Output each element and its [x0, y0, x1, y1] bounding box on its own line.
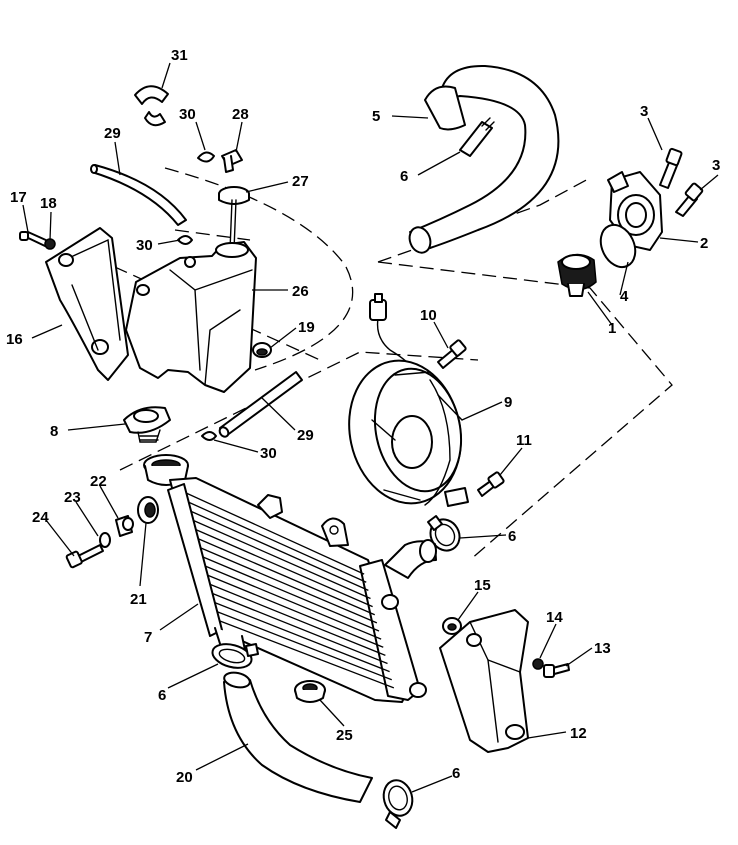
- part-15-nut: [442, 617, 462, 635]
- part-13-bolt: [543, 663, 570, 678]
- callout-8: 9: [504, 394, 512, 411]
- callout-21: 21: [130, 591, 147, 608]
- part-10-bolt: [437, 339, 467, 369]
- callout-6-bottom: 6: [452, 765, 460, 782]
- callout-12: 12: [570, 725, 587, 742]
- callout-3-left: 3: [640, 103, 648, 120]
- callout-30-top: 30: [179, 106, 196, 123]
- part-28-fitting: [221, 149, 243, 173]
- callout-9: 8: [50, 423, 58, 440]
- callout-15: 15: [474, 577, 491, 594]
- radiator-fin: [200, 547, 378, 624]
- part-27-reservoir-cap: [218, 186, 250, 251]
- callout-4: 4: [620, 288, 629, 305]
- part-23-washer: [99, 532, 111, 548]
- part-21-grommet: [137, 496, 159, 524]
- part-11-bolt: [477, 471, 505, 497]
- callout-23: 23: [64, 489, 81, 506]
- callout-labels: 31 29 30 28 27 30 17 18 26 19 16 5 6 3 3…: [6, 47, 720, 786]
- part-20-lower-hose: [223, 671, 373, 803]
- callout-17: 17: [10, 189, 27, 206]
- part-24-bolt: [65, 544, 104, 569]
- callout-6-middle: 6: [508, 528, 516, 545]
- radiator-fin: [207, 574, 384, 648]
- part-17-bolt: [19, 231, 49, 247]
- callout-11: 11: [516, 432, 532, 449]
- callout-13: 13: [594, 640, 611, 657]
- callout-30-lower: 30: [260, 445, 277, 462]
- part-5-upper-hose: [408, 64, 560, 254]
- callout-26: 26: [292, 283, 309, 300]
- radiator-fin: [212, 592, 388, 665]
- callout-29-upper: 29: [104, 125, 121, 142]
- callout-1: 1: [608, 320, 616, 337]
- callout-6-upper: 6: [400, 168, 408, 185]
- radiator-fin: [217, 611, 392, 681]
- radiator-fin: [190, 510, 369, 591]
- part-7-radiator: [143, 454, 437, 703]
- callout-3-right: 3: [712, 157, 720, 174]
- part-19-nut: [252, 342, 272, 358]
- callout-7: 7: [144, 629, 152, 646]
- callout-31: 31: [171, 47, 188, 64]
- part-12-side-shroud: [439, 609, 529, 753]
- callout-5: 5: [372, 108, 380, 125]
- part-18-washer: [44, 238, 56, 250]
- radiator-fin: [219, 620, 395, 689]
- part-26-coolant-reservoir: [125, 241, 257, 393]
- part-9-radiator-cap: [123, 406, 171, 443]
- radiator-fin: [193, 519, 371, 600]
- callout-16: 16: [6, 331, 23, 348]
- radiator-fin: [186, 492, 365, 575]
- part-29-overflow-hose-upper: [90, 164, 187, 226]
- radiator-fin: [205, 565, 382, 640]
- radiator-fin: [209, 583, 386, 656]
- part-30-hose-clamps: [177, 151, 217, 441]
- radiator-fin: [197, 538, 376, 616]
- part-8-cooling-fan: [348, 293, 469, 507]
- part-6-clamp-upper: [459, 117, 495, 157]
- callout-24: 24: [32, 509, 49, 526]
- part-25-grommet: [294, 680, 326, 703]
- part-6-clamp-lower-left: [211, 643, 259, 669]
- radiator-fin: [202, 556, 380, 632]
- callout-6-lower-left: 6: [158, 687, 166, 704]
- callout-leader-lines: [22, 62, 719, 793]
- radiator-fin: [195, 529, 373, 608]
- part-3-bolt-a: [659, 147, 683, 189]
- radiator-fin: [214, 602, 390, 673]
- part-6-clamp-bottom: [382, 779, 414, 829]
- part-14-washer: [532, 658, 544, 670]
- callout-10: 10: [420, 307, 437, 324]
- part-1-thermostat: [557, 253, 597, 297]
- part-16-side-shroud: [45, 227, 129, 381]
- radiator-fin: [188, 501, 367, 583]
- callout-28: 28: [232, 106, 249, 123]
- callout-2: 2: [700, 235, 708, 252]
- callout-14: 14: [546, 609, 563, 626]
- callout-29-lower: 29: [297, 427, 314, 444]
- callout-22: 22: [90, 473, 107, 490]
- callout-20: 20: [176, 769, 193, 786]
- callout-18: 18: [40, 195, 57, 212]
- callout-25: 25: [336, 727, 353, 744]
- callout-19: 19: [298, 319, 315, 336]
- callout-30-middle: 30: [136, 237, 153, 254]
- part-3-bolt-b: [675, 182, 704, 217]
- part-31-clip: [134, 85, 169, 127]
- part-29-overflow-hose-lower: [218, 371, 303, 438]
- callout-27: 27: [292, 173, 309, 190]
- part-22-spacer: [115, 515, 134, 537]
